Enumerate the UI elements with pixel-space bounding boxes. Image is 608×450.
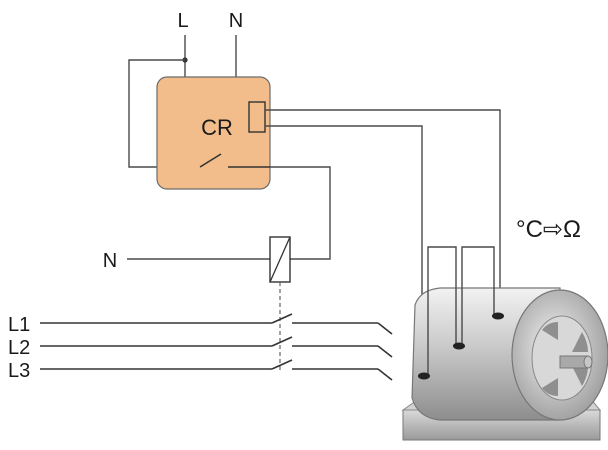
sensor-terminal bbox=[248, 101, 266, 133]
phase-label-l1: L1 bbox=[8, 314, 30, 336]
phase-line-l3 bbox=[40, 359, 393, 381]
phase-line-l1 bbox=[40, 313, 393, 335]
motor-terminal-1 bbox=[418, 372, 430, 380]
motor-terminal-2 bbox=[453, 342, 465, 350]
sensor-wire-2 bbox=[265, 125, 423, 376]
live-label: L bbox=[177, 10, 188, 32]
neutral-label-coil: N bbox=[103, 250, 117, 272]
sensor-wire-1 bbox=[265, 109, 501, 316]
relay-label: CR bbox=[201, 115, 233, 140]
phase-label-l2: L2 bbox=[8, 337, 30, 359]
motor-terminal-3 bbox=[492, 312, 504, 320]
relay-cr: CR bbox=[156, 76, 271, 190]
sensor-note: °C⇨Ω bbox=[516, 216, 581, 243]
relay-box bbox=[156, 76, 271, 190]
coil-feed-wire bbox=[270, 166, 331, 260]
relay-contact bbox=[199, 153, 222, 168]
contactor-coil bbox=[269, 236, 291, 283]
phase-label-l3: L3 bbox=[8, 360, 30, 382]
phase-line-l2 bbox=[40, 336, 393, 358]
motor bbox=[401, 287, 608, 441]
neutral-label-top: N bbox=[229, 10, 243, 32]
